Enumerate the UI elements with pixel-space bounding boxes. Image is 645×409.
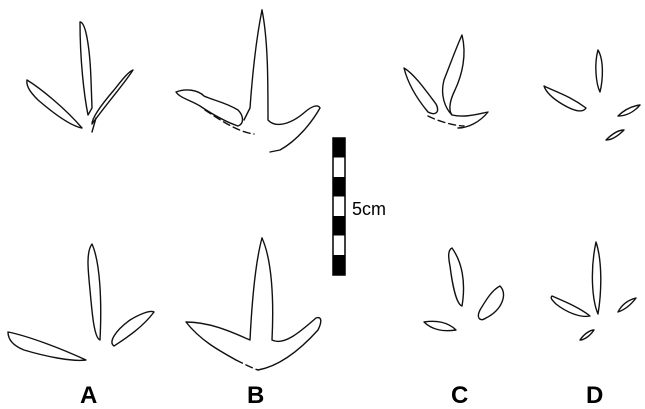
footprint-c-top	[404, 35, 488, 128]
scale-bar-label: 5cm	[352, 199, 386, 219]
footprint-a-bottom	[8, 244, 154, 360]
label-a: A	[80, 382, 97, 409]
footprint-d-top	[544, 50, 640, 140]
footprint-b-bottom	[186, 238, 321, 370]
label-c: C	[451, 382, 468, 409]
footprint-c-bottom	[424, 248, 504, 331]
footprint-d-bottom	[551, 242, 636, 340]
label-d: D	[586, 382, 603, 409]
footprint-a-top	[27, 22, 133, 132]
scale-bar: 5cm	[333, 138, 386, 275]
label-b: B	[247, 382, 264, 409]
footprint-b-top	[176, 10, 320, 152]
